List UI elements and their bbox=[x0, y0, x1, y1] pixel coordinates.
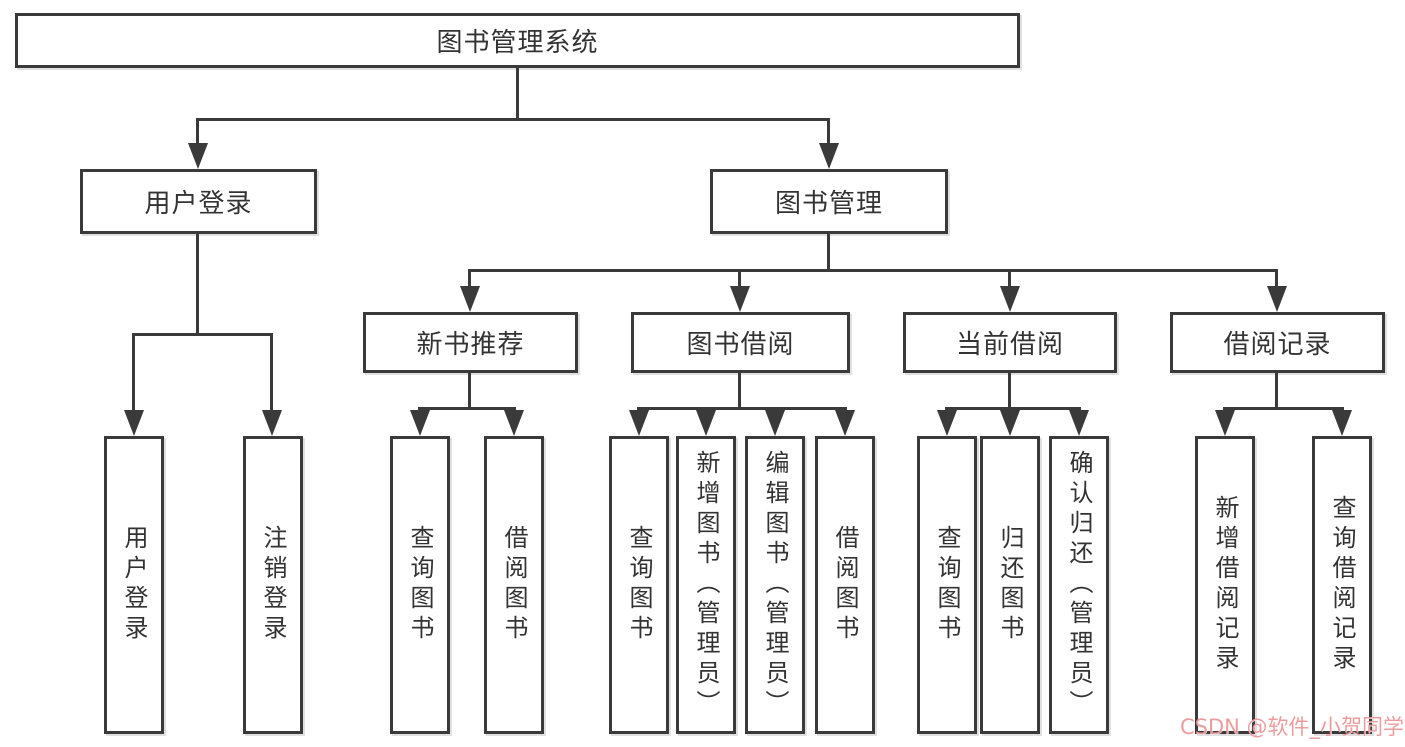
node-new-book-recommendation: 新书推荐 bbox=[363, 312, 578, 373]
arrowhead-leaf-return-books bbox=[1000, 410, 1020, 436]
connector-user-login-split bbox=[132, 333, 273, 336]
node-borrowing-records: 借阅记录 bbox=[1170, 312, 1385, 373]
leaf-label: 归还图书 bbox=[996, 525, 1024, 645]
leaf-add-books-admin: 新增图书（管理员） bbox=[676, 436, 736, 734]
connector-borrowing-records-split bbox=[1223, 407, 1344, 410]
node-root-label: 图书管理系统 bbox=[436, 28, 599, 58]
connector-drop-book-management bbox=[827, 120, 830, 146]
node-current-borrowing-label: 当前借阅 bbox=[955, 330, 1064, 360]
leaf-query-books-current: 查询图书 bbox=[917, 436, 977, 734]
leaf-borrow-books: 借阅图书 bbox=[815, 436, 875, 734]
connector-root-split bbox=[196, 118, 830, 121]
arrowhead-user-login bbox=[188, 143, 208, 169]
connector-drop-leaf-logout bbox=[270, 335, 273, 412]
connector-borrowing-records-stub bbox=[1275, 372, 1278, 409]
connector-drop-borrowing-records bbox=[1275, 271, 1278, 288]
leaf-query-books-borrowing: 查询图书 bbox=[609, 436, 669, 734]
leaf-label: 注销登录 bbox=[259, 525, 287, 645]
connector-drop-user-login bbox=[196, 120, 199, 146]
connector-book-borrowing-stub bbox=[738, 372, 741, 409]
arrowhead-book-management bbox=[819, 143, 839, 169]
leaf-label: 查询借阅记录 bbox=[1328, 495, 1356, 675]
arrowhead-book-borrowing bbox=[730, 286, 750, 312]
arrowhead-leaf-logout bbox=[262, 410, 282, 436]
arrowhead-leaf-edit-books bbox=[765, 410, 785, 436]
node-book-management-label: 图书管理 bbox=[774, 189, 883, 219]
leaf-label: 借阅图书 bbox=[500, 525, 528, 645]
node-book-borrowing: 图书借阅 bbox=[631, 312, 850, 373]
arrowhead-leaf-add-record bbox=[1215, 410, 1235, 436]
leaf-label: 查询图书 bbox=[933, 525, 961, 645]
leaf-label: 新增借阅记录 bbox=[1211, 495, 1239, 675]
arrowhead-leaf-user-login bbox=[124, 410, 144, 436]
connector-drop-leaf-user-login bbox=[132, 335, 135, 412]
connector-book-management-stub bbox=[827, 233, 830, 271]
node-user-login: 用户登录 bbox=[80, 169, 317, 234]
connector-current-borrowing-stub bbox=[1008, 372, 1011, 409]
node-borrowing-records-label: 借阅记录 bbox=[1223, 330, 1332, 360]
node-book-management: 图书管理 bbox=[710, 169, 948, 234]
leaf-label: 新增图书（管理员） bbox=[692, 450, 720, 720]
connector-drop-book-borrowing bbox=[738, 271, 741, 288]
node-current-borrowing: 当前借阅 bbox=[903, 312, 1117, 373]
leaf-label: 查询图书 bbox=[625, 525, 653, 645]
arrowhead-leaf-add-books bbox=[696, 410, 716, 436]
node-book-borrowing-label: 图书借阅 bbox=[686, 330, 795, 360]
leaf-label: 确认归还（管理员） bbox=[1065, 450, 1093, 720]
connector-drop-current-borrowing bbox=[1008, 271, 1011, 288]
arrowhead-leaf-query-books-1 bbox=[410, 410, 430, 436]
leaf-confirm-return-admin: 确认归还（管理员） bbox=[1049, 436, 1109, 734]
leaf-borrow-books-recommend: 借阅图书 bbox=[484, 436, 544, 734]
leaf-query-borrow-record: 查询借阅记录 bbox=[1312, 436, 1372, 734]
leaf-edit-books-admin: 编辑图书（管理员） bbox=[745, 436, 805, 734]
leaf-logout: 注销登录 bbox=[243, 436, 303, 734]
arrowhead-leaf-query-record bbox=[1332, 410, 1352, 436]
connector-drop-new-book bbox=[468, 271, 471, 288]
connector-current-borrowing-split bbox=[945, 407, 1081, 410]
leaf-label: 编辑图书（管理员） bbox=[761, 450, 789, 720]
leaf-label: 查询图书 bbox=[406, 525, 434, 645]
connector-user-login-stub bbox=[196, 233, 199, 335]
node-user-login-label: 用户登录 bbox=[144, 189, 253, 219]
leaf-label: 借阅图书 bbox=[831, 525, 859, 645]
leaf-label: 用户登录 bbox=[120, 525, 148, 645]
csdn-watermark: CSDN @软件_小贺同学 bbox=[1180, 715, 1405, 739]
connector-level2-split bbox=[468, 269, 1278, 272]
arrowhead-leaf-borrow-books-2 bbox=[835, 410, 855, 436]
arrowhead-leaf-borrow-books-1 bbox=[504, 410, 524, 436]
arrowhead-new-book bbox=[460, 286, 480, 312]
node-new-book-recommendation-label: 新书推荐 bbox=[416, 330, 525, 360]
leaf-return-books: 归还图书 bbox=[980, 436, 1040, 734]
arrowhead-leaf-confirm-return bbox=[1069, 410, 1089, 436]
arrowhead-borrowing-records bbox=[1267, 286, 1287, 312]
leaf-user-login: 用户登录 bbox=[104, 436, 164, 734]
connector-book-borrowing-split bbox=[637, 407, 847, 410]
arrowhead-current-borrowing bbox=[1000, 286, 1020, 312]
connector-root-stub bbox=[516, 67, 519, 120]
arrowhead-leaf-query-books-3 bbox=[937, 410, 957, 436]
node-root: 图书管理系统 bbox=[15, 13, 1020, 68]
connector-new-book-split bbox=[418, 407, 516, 410]
arrowhead-leaf-query-books-2 bbox=[629, 410, 649, 436]
connector-new-book-stub bbox=[468, 372, 471, 409]
leaf-query-books-recommend: 查询图书 bbox=[390, 436, 450, 734]
leaf-add-borrow-record: 新增借阅记录 bbox=[1195, 436, 1255, 734]
